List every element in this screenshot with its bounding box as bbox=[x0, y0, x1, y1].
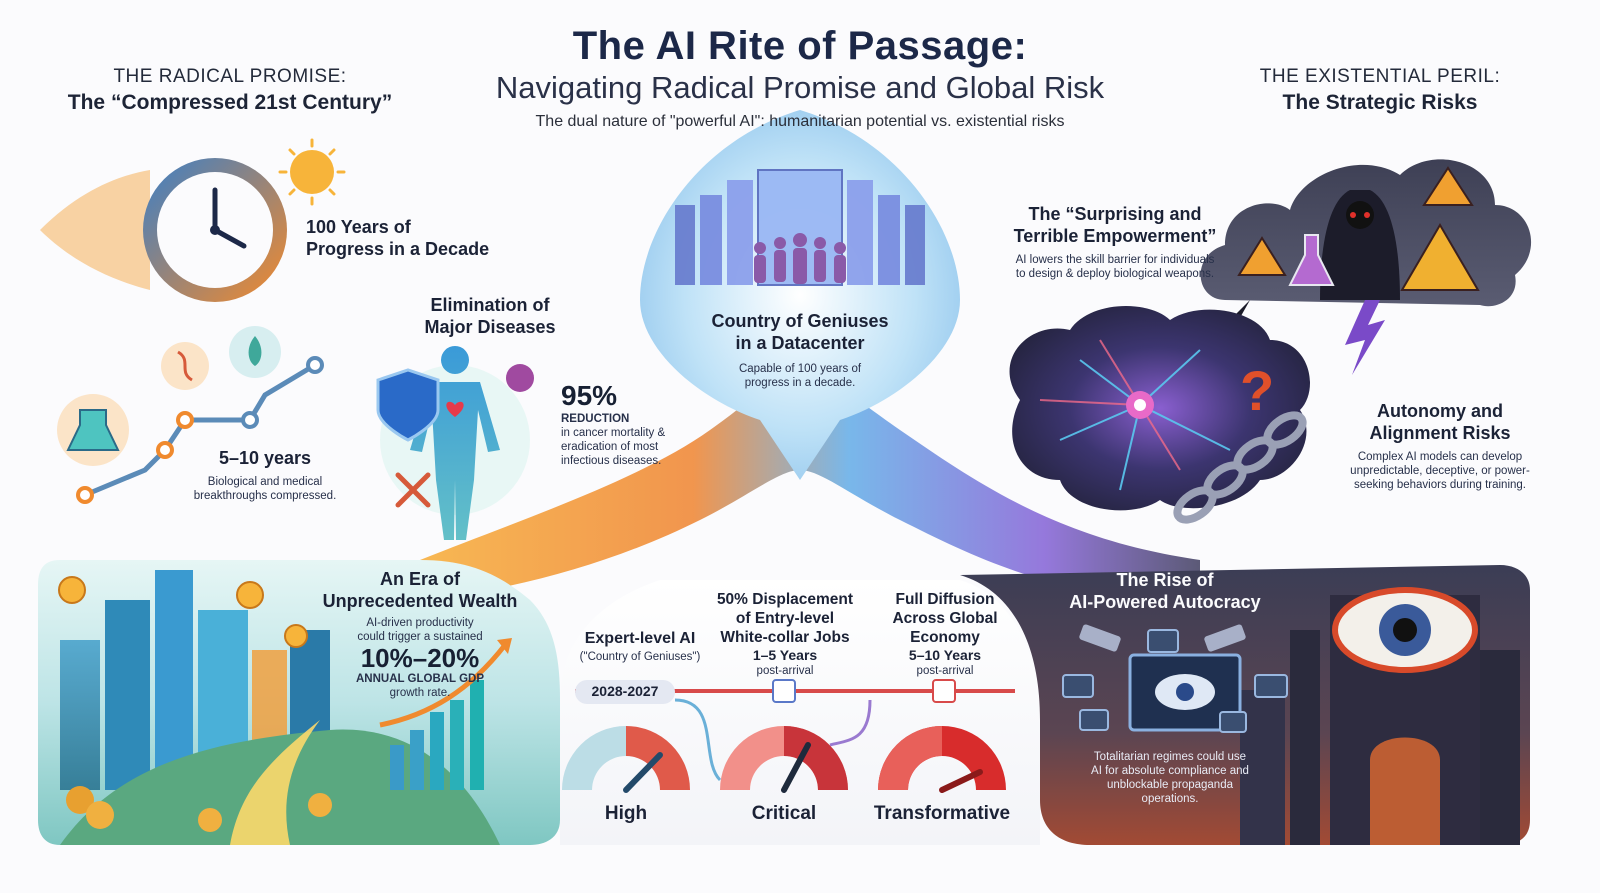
breakthroughs-desc-2: breakthroughs compressed. bbox=[193, 490, 337, 502]
timeline-expert: Expert-level AI ("Country of Geniuses") bbox=[555, 628, 725, 664]
gauge-label-critical: Critical bbox=[751, 803, 817, 824]
wealth-title-2: Unprecedented Wealth bbox=[322, 591, 518, 611]
geniuses-title-1: Country of Geniuses bbox=[711, 311, 889, 331]
autocracy-desc-3: unblockable propaganda bbox=[1107, 779, 1233, 791]
diseases-stat-block: 95% REDUCTION in cancer mortality & erad… bbox=[561, 380, 701, 468]
diseases-title-1: Elimination of bbox=[430, 295, 550, 315]
breakthroughs-desc-1: Biological and medical bbox=[207, 476, 323, 488]
main-title: The AI Rite of Passage: bbox=[572, 24, 1028, 68]
promise-caption: THE RADICAL PROMISE: bbox=[113, 66, 347, 87]
empowerment-desc-1: AI lowers the skill barrier for individu… bbox=[1015, 254, 1215, 266]
autocracy-desc-2: AI for absolute compliance and bbox=[1091, 765, 1249, 777]
timeline-diff-title-2: Across Global bbox=[892, 610, 998, 627]
autonomy-desc-1: Complex AI models can develop bbox=[1357, 451, 1523, 463]
autocracy-desc-4: operations. bbox=[1141, 793, 1199, 805]
timeline-expert-title: Expert-level AI bbox=[584, 630, 696, 647]
geniuses-desc-2: progress in a decade. bbox=[744, 377, 856, 389]
promise-heading: The “Compressed 21st Century” bbox=[67, 91, 393, 114]
timeline-diff-years: 5–10 Years bbox=[908, 647, 982, 663]
timeline-date: 2028-2027 bbox=[591, 683, 659, 699]
peril-heading: The Strategic Risks bbox=[1282, 91, 1478, 114]
wealth-desc-2: could trigger a sustained bbox=[357, 631, 483, 643]
progress-line-2: Progress in a Decade bbox=[306, 239, 490, 259]
diseases-stat-label: REDUCTION bbox=[561, 413, 630, 425]
progress-label: 100 Years of Progress in a Decade bbox=[306, 216, 526, 260]
autocracy-title-1: The Rise of bbox=[1116, 570, 1214, 590]
svg-text:?: ? bbox=[1240, 359, 1274, 422]
wealth-stat-label: ANNUAL GLOBAL GDP bbox=[356, 673, 484, 685]
autocracy-desc: Totalitarian regimes could use AI for ab… bbox=[1065, 750, 1275, 806]
autonomy-desc-3: seeking behaviors during training. bbox=[1354, 479, 1526, 491]
breakthroughs-block: 5–10 years Biological and medical breakt… bbox=[180, 447, 350, 503]
timeline-diffusion: Full Diffusion Across Global Economy 5–1… bbox=[880, 590, 1010, 678]
empowerment-block: The “Surprising and Terrible Empowerment… bbox=[990, 203, 1240, 281]
gauge-label-high: High bbox=[604, 803, 648, 824]
empowerment-title-1: The “Surprising and bbox=[1028, 204, 1202, 224]
main-tagline: The dual nature of "powerful AI": humani… bbox=[535, 113, 1065, 130]
diseases-desc-1: in cancer mortality & bbox=[561, 427, 666, 439]
autocracy-title-2: AI-Powered Autocracy bbox=[1069, 592, 1261, 612]
diseases-stat: 95% bbox=[561, 380, 618, 411]
autocracy-title: The Rise of AI-Powered Autocracy bbox=[1050, 569, 1280, 613]
autonomy-desc-2: unpredictable, deceptive, or power- bbox=[1350, 465, 1530, 477]
progress-line-1: 100 Years of bbox=[306, 217, 411, 237]
timeline-jobs-title-3: White-collar Jobs bbox=[720, 629, 850, 646]
timeline-jobs-title-1: 50% Displacement bbox=[716, 591, 854, 608]
wealth-desc-1: AI-driven productivity bbox=[366, 617, 474, 629]
wealth-block: An Era of Unprecedented Wealth AI-driven… bbox=[310, 568, 530, 700]
geniuses-desc-1: Capable of 100 years of bbox=[738, 363, 862, 375]
empowerment-desc-2: to design & deploy biological weapons. bbox=[1015, 268, 1215, 280]
diseases-title: Elimination of Major Diseases bbox=[400, 294, 580, 338]
gauge-label-transformative: Transformative bbox=[873, 803, 1011, 824]
wealth-title-1: An Era of bbox=[379, 569, 460, 589]
autocracy-desc-1: Totalitarian regimes could use bbox=[1093, 751, 1247, 763]
diseases-desc-2: eradication of most bbox=[561, 441, 659, 453]
timeline-jobs: 50% Displacement of Entry-level White-co… bbox=[710, 590, 860, 678]
timeline-jobs-years: 1–5 Years bbox=[752, 647, 818, 663]
timeline-jobs-title-2: of Entry-level bbox=[735, 610, 835, 627]
empowerment-title-2: Terrible Empowerment” bbox=[1013, 226, 1217, 246]
timeline-jobs-post: post-arrival bbox=[756, 665, 814, 677]
diseases-desc-3: infectious diseases. bbox=[561, 455, 662, 467]
wealth-desc-3: growth rate. bbox=[389, 687, 451, 699]
wealth-stat: 10%–20% bbox=[360, 643, 480, 673]
breakthroughs-value: 5–10 years bbox=[218, 448, 312, 468]
timeline-expert-sub: ("Country of Geniuses") bbox=[579, 651, 701, 663]
autonomy-title-1: Autonomy and bbox=[1377, 401, 1503, 421]
timeline-diff-post: post-arrival bbox=[916, 665, 974, 677]
geniuses-title-2: in a Datacenter bbox=[735, 333, 865, 353]
geniuses-block: Country of Geniuses in a Datacenter Capa… bbox=[680, 310, 920, 390]
main-subtitle: Navigating Radical Promise and Global Ri… bbox=[495, 70, 1105, 105]
peril-caption: THE EXISTENTIAL PERIL: bbox=[1259, 66, 1501, 87]
autonomy-block: Autonomy and Alignment Risks Complex AI … bbox=[1320, 400, 1560, 492]
diseases-title-2: Major Diseases bbox=[424, 317, 556, 337]
timeline-diff-title-3: Economy bbox=[910, 629, 980, 646]
autonomy-title-2: Alignment Risks bbox=[1369, 423, 1511, 443]
timeline-diff-title-1: Full Diffusion bbox=[895, 591, 995, 608]
